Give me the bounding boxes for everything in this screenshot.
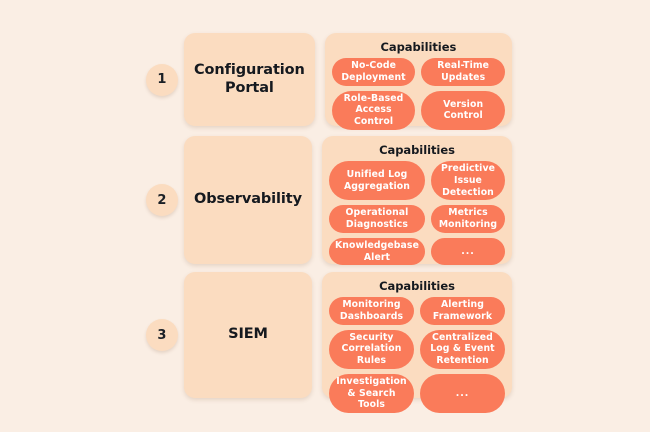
capabilities-grid-3: Monitoring Dashboards Alerting Framework…	[329, 297, 505, 413]
stage-row-1: 1 Configuration Portal Capabilities No-C…	[140, 33, 512, 130]
stage-row-2: 2 Observability Capabilities Unified Log…	[140, 136, 512, 266]
capabilities-heading-3: Capabilities	[379, 279, 455, 293]
capabilities-heading-2: Capabilities	[379, 143, 455, 157]
capability-pill[interactable]: Version Control	[421, 90, 505, 130]
stage-title-3: SIEM	[228, 326, 268, 343]
capabilities-panel-3: Capabilities Monitoring Dashboards Alert…	[322, 272, 512, 413]
capabilities-panel-1: Capabilities No-Code Deployment Real-Tim…	[324, 33, 512, 130]
stage-row-3: 3 SIEM Capabilities Monitoring Dashboard…	[140, 272, 512, 413]
capability-pill[interactable]: Metrics Monitoring	[430, 205, 505, 233]
capability-pill[interactable]: No-Code Deployment	[331, 58, 416, 86]
stage-title-card-3[interactable]: SIEM	[184, 272, 312, 398]
step-badge-wrap-1: 1	[140, 33, 184, 126]
step-badge-3: 3	[146, 319, 178, 351]
capability-pill[interactable]: Centralized Log & Event Retention	[420, 329, 505, 369]
capabilities-grid-2: Unified Log Aggregation Predictive Issue…	[329, 161, 505, 266]
step-badge-2: 2	[146, 184, 178, 216]
capability-pill[interactable]: Unified Log Aggregation	[329, 161, 425, 201]
capability-pill[interactable]: Alerting Framework	[420, 297, 505, 325]
capability-pill[interactable]: Security Correlation Rules	[329, 329, 414, 369]
stage-title-1: Configuration Portal	[194, 61, 305, 96]
capability-pill-more[interactable]: ...	[420, 373, 505, 413]
capability-pill[interactable]: Role-Based Access Control	[331, 90, 416, 130]
capability-pill[interactable]: Investigation & Search Tools	[329, 373, 414, 413]
capability-pill[interactable]: Operational Diagnostics	[329, 205, 425, 233]
capability-pill-more[interactable]: ...	[430, 237, 505, 266]
capability-pill[interactable]: Knowledgebase Alert	[329, 237, 425, 266]
capability-pill[interactable]: Real-Time Updates	[421, 58, 505, 86]
capability-pill[interactable]: Monitoring Dashboards	[329, 297, 414, 325]
capabilities-grid-1: No-Code Deployment Real-Time Updates Rol…	[331, 58, 505, 130]
stage-title-card-2[interactable]: Observability	[184, 136, 312, 264]
step-badge-wrap-3: 3	[140, 272, 184, 398]
stage-title-2: Observability	[194, 191, 302, 208]
capabilities-panel-2: Capabilities Unified Log Aggregation Pre…	[322, 136, 512, 266]
step-badge-wrap-2: 2	[140, 136, 184, 264]
step-badge-1: 1	[146, 63, 178, 96]
capability-pill[interactable]: Predictive Issue Detection	[430, 161, 505, 201]
capabilities-heading-1: Capabilities	[380, 40, 457, 54]
stage-title-card-1[interactable]: Configuration Portal	[184, 33, 315, 126]
